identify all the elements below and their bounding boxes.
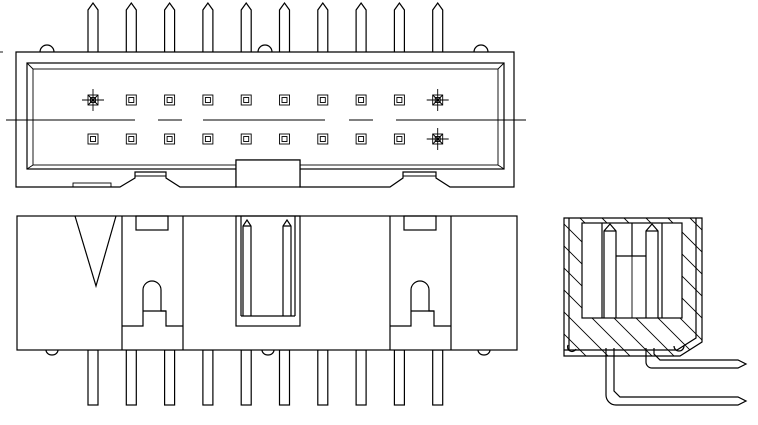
hatch-line [689, 218, 702, 356]
key-window [235, 215, 301, 327]
pin-lead [240, 349, 252, 406]
pin-lead [125, 349, 137, 406]
hatch-line [564, 218, 611, 356]
pin-lead [87, 349, 99, 406]
hatch-line [564, 218, 633, 356]
pin-square [426, 128, 449, 150]
pin-lead [164, 349, 176, 406]
pin-tip [240, 1, 252, 52]
pin-tip [317, 1, 329, 52]
front-view [16, 215, 518, 406]
pin-square [426, 89, 449, 111]
pin-square [355, 133, 367, 145]
pin-square [87, 133, 99, 145]
pin-tip [202, 1, 214, 52]
pin-tip [87, 1, 99, 52]
pin-square [279, 94, 290, 106]
pin-square [202, 94, 214, 106]
pin-square [164, 94, 176, 106]
boss-2 [257, 44, 273, 53]
hatch-line [712, 218, 758, 358]
top-pin-tips [87, 1, 444, 52]
pin-square [393, 94, 405, 106]
side-view [563, 217, 758, 406]
pin-lead [393, 349, 405, 406]
side-housing-outline [563, 217, 703, 357]
pin-square [317, 94, 329, 106]
pin-square [279, 133, 290, 145]
hatch-line [734, 218, 758, 358]
front-boss-1 [45, 349, 59, 356]
pin-square [125, 94, 137, 106]
front-pin-leads [87, 349, 444, 406]
pin-square [82, 89, 104, 111]
pin-square [355, 94, 367, 106]
pin-square [317, 133, 329, 145]
pin-square [240, 133, 252, 145]
side-pin-leads [605, 348, 748, 406]
pin-square [125, 133, 137, 145]
pin-lead [278, 349, 291, 406]
top-view [0, 1, 526, 188]
pin-tip [278, 1, 291, 52]
hatch-line [667, 218, 702, 356]
pin-tip [432, 1, 444, 52]
pin-square [393, 133, 405, 145]
latch-slot-right [389, 215, 452, 350]
side-cavity [581, 222, 683, 319]
pin-lead [355, 349, 367, 406]
pin-tip [355, 1, 367, 52]
pin-lead [317, 349, 329, 406]
pin-square [240, 94, 252, 106]
hatch-line [564, 218, 589, 356]
boss-1 [39, 44, 55, 53]
latch-slot-left [121, 215, 184, 350]
pin-square [202, 133, 214, 145]
foot-tab [72, 182, 112, 188]
boss-3 [473, 44, 489, 53]
pin-lead [202, 349, 214, 406]
front-boss-2 [261, 349, 275, 356]
pin-grid [82, 89, 449, 150]
pin-tip [164, 1, 176, 52]
front-housing-outline [16, 215, 518, 351]
pin-lead [432, 349, 444, 406]
polarization-key [235, 159, 301, 188]
front-boss-3 [477, 349, 491, 356]
pin1-indicator [74, 215, 117, 289]
pin-tip [125, 1, 137, 52]
pin-square [164, 133, 176, 145]
pin-tip [393, 1, 405, 52]
